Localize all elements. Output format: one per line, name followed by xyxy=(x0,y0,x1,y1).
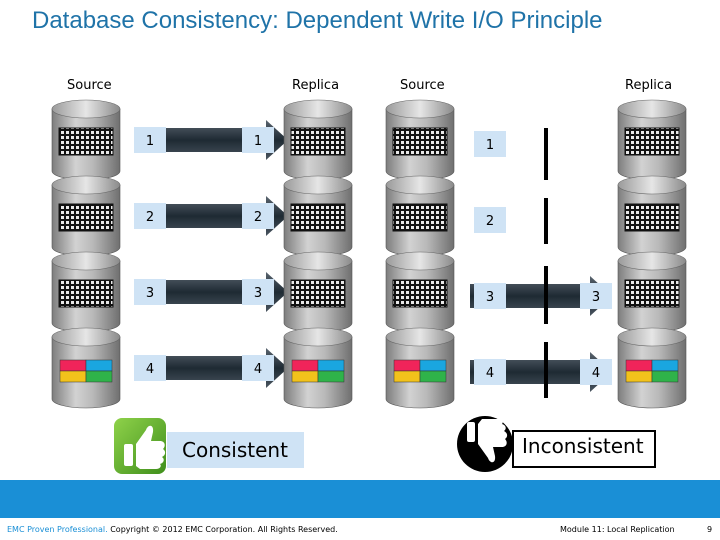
left-replica-db-1 xyxy=(283,99,353,181)
right-source-write-4-top: 4 xyxy=(474,359,506,385)
svg-text:4: 4 xyxy=(146,362,154,377)
right-source-write-3-top: 3 xyxy=(474,283,506,309)
right-replica-label: Replica xyxy=(625,78,673,93)
right-source-db-2 xyxy=(385,175,455,257)
right-replica-write-4: 4 xyxy=(580,359,612,385)
left-replica-write-4: 4 xyxy=(242,355,274,381)
svg-text:2: 2 xyxy=(146,210,154,225)
svg-text:2: 2 xyxy=(254,210,262,225)
left-source-write-4: 4 xyxy=(134,355,166,381)
inconsistent-label: Inconsistent xyxy=(522,434,644,458)
inconsistent-badge-box xyxy=(512,430,656,468)
left-replica-write-3: 3 xyxy=(242,279,274,305)
right-source-write-2: 2 xyxy=(474,207,506,233)
svg-text:3: 3 xyxy=(592,290,600,305)
right-replica-write-3: 3 xyxy=(580,283,612,309)
svg-text:2: 2 xyxy=(486,214,494,229)
right-replica-db-1 xyxy=(617,99,687,181)
slide-title: Database Consistency: Dependent Write I/… xyxy=(32,7,603,34)
break-bar-1 xyxy=(544,128,548,180)
footer xyxy=(0,518,720,540)
break-bar-4 xyxy=(544,342,548,398)
break-bar-2 xyxy=(544,198,548,244)
left-replica-write-1: 1 xyxy=(242,127,274,153)
footer-copyright-text: Copyright © 2012 EMC Corporation. All Ri… xyxy=(110,525,338,534)
left-source-db-3 xyxy=(51,251,121,333)
right-replica-db-3 xyxy=(617,251,687,333)
page-number: 9 xyxy=(707,525,713,534)
right-source-db-1 xyxy=(385,99,455,181)
left-replica-db-2 xyxy=(283,175,353,257)
svg-text:3: 3 xyxy=(486,290,494,305)
left-replica-db-3 xyxy=(283,251,353,333)
right-replica-db-4 xyxy=(617,327,687,409)
footer-bar xyxy=(0,480,720,518)
thumbs-up-icon xyxy=(114,418,166,474)
replication-diagram: 1122334412343434 xyxy=(51,99,687,474)
left-replica-write-2: 2 xyxy=(242,203,274,229)
thumbs-down-icon xyxy=(457,416,513,472)
svg-text:1: 1 xyxy=(146,134,154,149)
left-replica-label: Replica xyxy=(292,78,340,93)
svg-text:3: 3 xyxy=(146,286,154,301)
right-source-db-4 xyxy=(385,327,455,409)
right-source-db-3 xyxy=(385,251,455,333)
consistent-badge-bg xyxy=(167,432,304,468)
svg-text:1: 1 xyxy=(486,138,494,153)
svg-text:4: 4 xyxy=(486,366,494,381)
svg-text:3: 3 xyxy=(254,286,262,301)
left-source-label: Source xyxy=(67,78,112,93)
right-replica-db-2 xyxy=(617,175,687,257)
left-source-db-1 xyxy=(51,99,121,181)
right-source-label: Source xyxy=(400,78,445,93)
consistent-label: Consistent xyxy=(182,438,288,462)
break-bar-3 xyxy=(544,266,548,324)
left-source-write-1: 1 xyxy=(134,127,166,153)
left-replica-db-4 xyxy=(283,327,353,409)
left-source-write-3: 3 xyxy=(134,279,166,305)
svg-text:4: 4 xyxy=(592,366,600,381)
left-source-write-2: 2 xyxy=(134,203,166,229)
left-source-db-2 xyxy=(51,175,121,257)
left-source-db-4 xyxy=(51,327,121,409)
footer-copyright: EMC Proven Professional. Copyright © 201… xyxy=(7,525,338,534)
footer-brand: EMC Proven Professional. xyxy=(7,525,108,534)
svg-text:1: 1 xyxy=(254,134,262,149)
right-source-write-1: 1 xyxy=(474,131,506,157)
svg-text:4: 4 xyxy=(254,362,262,377)
footer-module: Module 11: Local Replication xyxy=(560,525,675,534)
